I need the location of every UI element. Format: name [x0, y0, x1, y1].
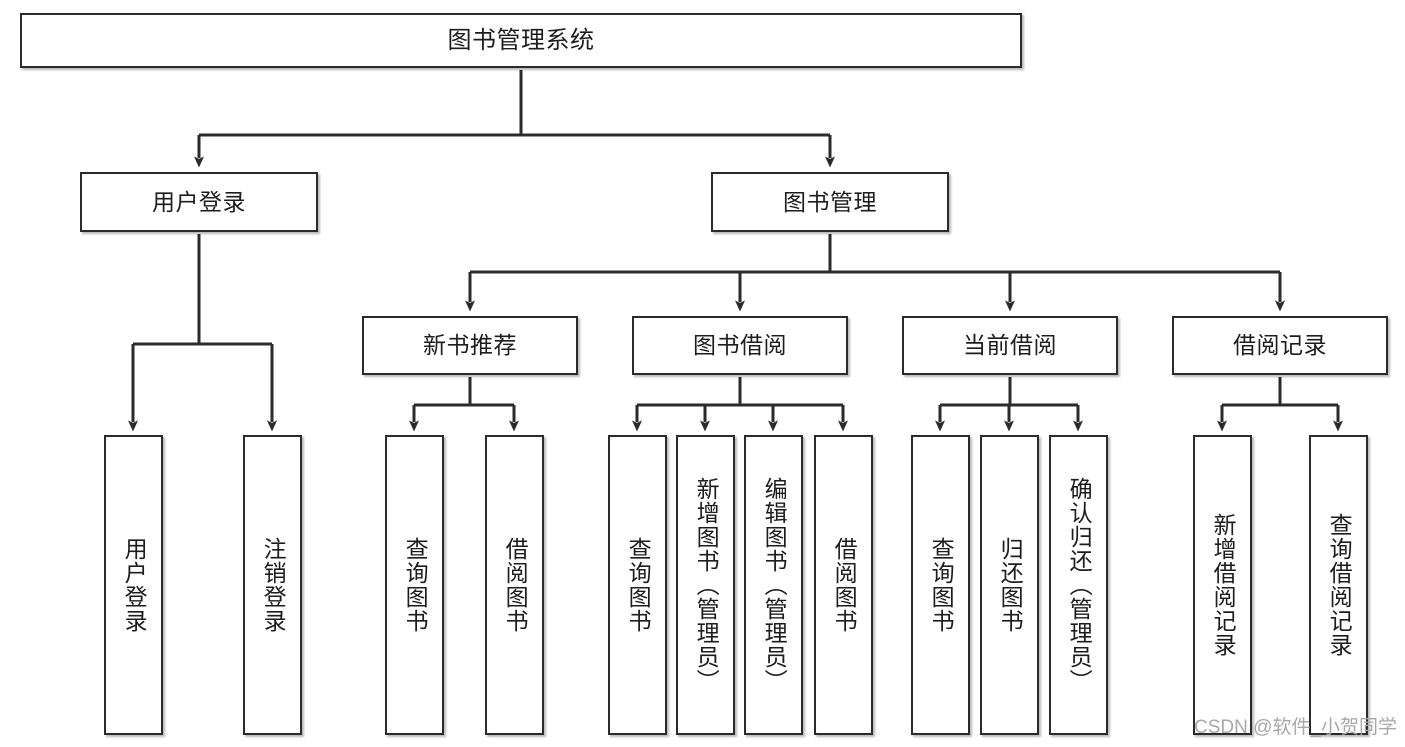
node-borrow-record[interactable]: 借阅记录	[1172, 316, 1388, 375]
node-book-management[interactable]: 图书管理	[711, 172, 949, 232]
node-new-book-recommend[interactable]: 新书推荐	[362, 316, 578, 375]
leaf-query-book-3[interactable]: 查询图书	[911, 435, 970, 735]
leaf-return-book[interactable]: 归还图书	[980, 435, 1039, 735]
leaf-logout-label: 注销登录	[260, 537, 287, 633]
leaf-query-record-label: 查询借阅记录	[1326, 513, 1353, 657]
leaf-borrow-book-1-label: 借阅图书	[502, 537, 529, 633]
leaf-user-login-label: 用户登录	[121, 537, 148, 633]
leaf-query-record[interactable]: 查询借阅记录	[1309, 435, 1368, 735]
leaf-query-book-2[interactable]: 查询图书	[608, 435, 667, 735]
node-book-borrow-label: 图书借阅	[693, 332, 787, 359]
leaf-add-book[interactable]: 新增图书（管理员）	[676, 435, 735, 735]
leaf-borrow-book-2[interactable]: 借阅图书	[814, 435, 873, 735]
leaf-query-book-1[interactable]: 查询图书	[385, 435, 444, 735]
leaf-borrow-book-2-label: 借阅图书	[831, 537, 858, 633]
node-user-login-label: 用户登录	[152, 188, 246, 215]
node-book-management-label: 图书管理	[783, 188, 877, 215]
node-root-label: 图书管理系统	[447, 26, 595, 54]
leaf-edit-book-label: 编辑图书（管理员）	[761, 477, 788, 693]
leaf-add-book-label: 新增图书（管理员）	[693, 477, 720, 693]
node-user-login[interactable]: 用户登录	[80, 172, 318, 232]
leaf-add-record[interactable]: 新增借阅记录	[1193, 435, 1252, 735]
leaf-logout[interactable]: 注销登录	[243, 435, 302, 735]
leaf-return-book-label: 归还图书	[997, 537, 1024, 633]
node-borrow-record-label: 借阅记录	[1233, 332, 1327, 359]
leaf-confirm-return-label: 确认归还（管理员）	[1066, 477, 1093, 693]
node-root[interactable]: 图书管理系统	[20, 13, 1022, 68]
leaf-user-login[interactable]: 用户登录	[104, 435, 163, 735]
leaf-edit-book[interactable]: 编辑图书（管理员）	[744, 435, 803, 735]
leaf-borrow-book-1[interactable]: 借阅图书	[485, 435, 544, 735]
node-current-borrow[interactable]: 当前借阅	[902, 316, 1118, 375]
node-current-borrow-label: 当前借阅	[963, 332, 1057, 359]
leaf-query-book-2-label: 查询图书	[625, 537, 652, 633]
leaf-query-book-3-label: 查询图书	[928, 537, 955, 633]
node-new-book-recommend-label: 新书推荐	[423, 332, 517, 359]
leaf-confirm-return[interactable]: 确认归还（管理员）	[1049, 435, 1108, 735]
leaf-add-record-label: 新增借阅记录	[1210, 513, 1237, 657]
leaf-query-book-1-label: 查询图书	[402, 537, 429, 633]
node-book-borrow[interactable]: 图书借阅	[632, 316, 848, 375]
